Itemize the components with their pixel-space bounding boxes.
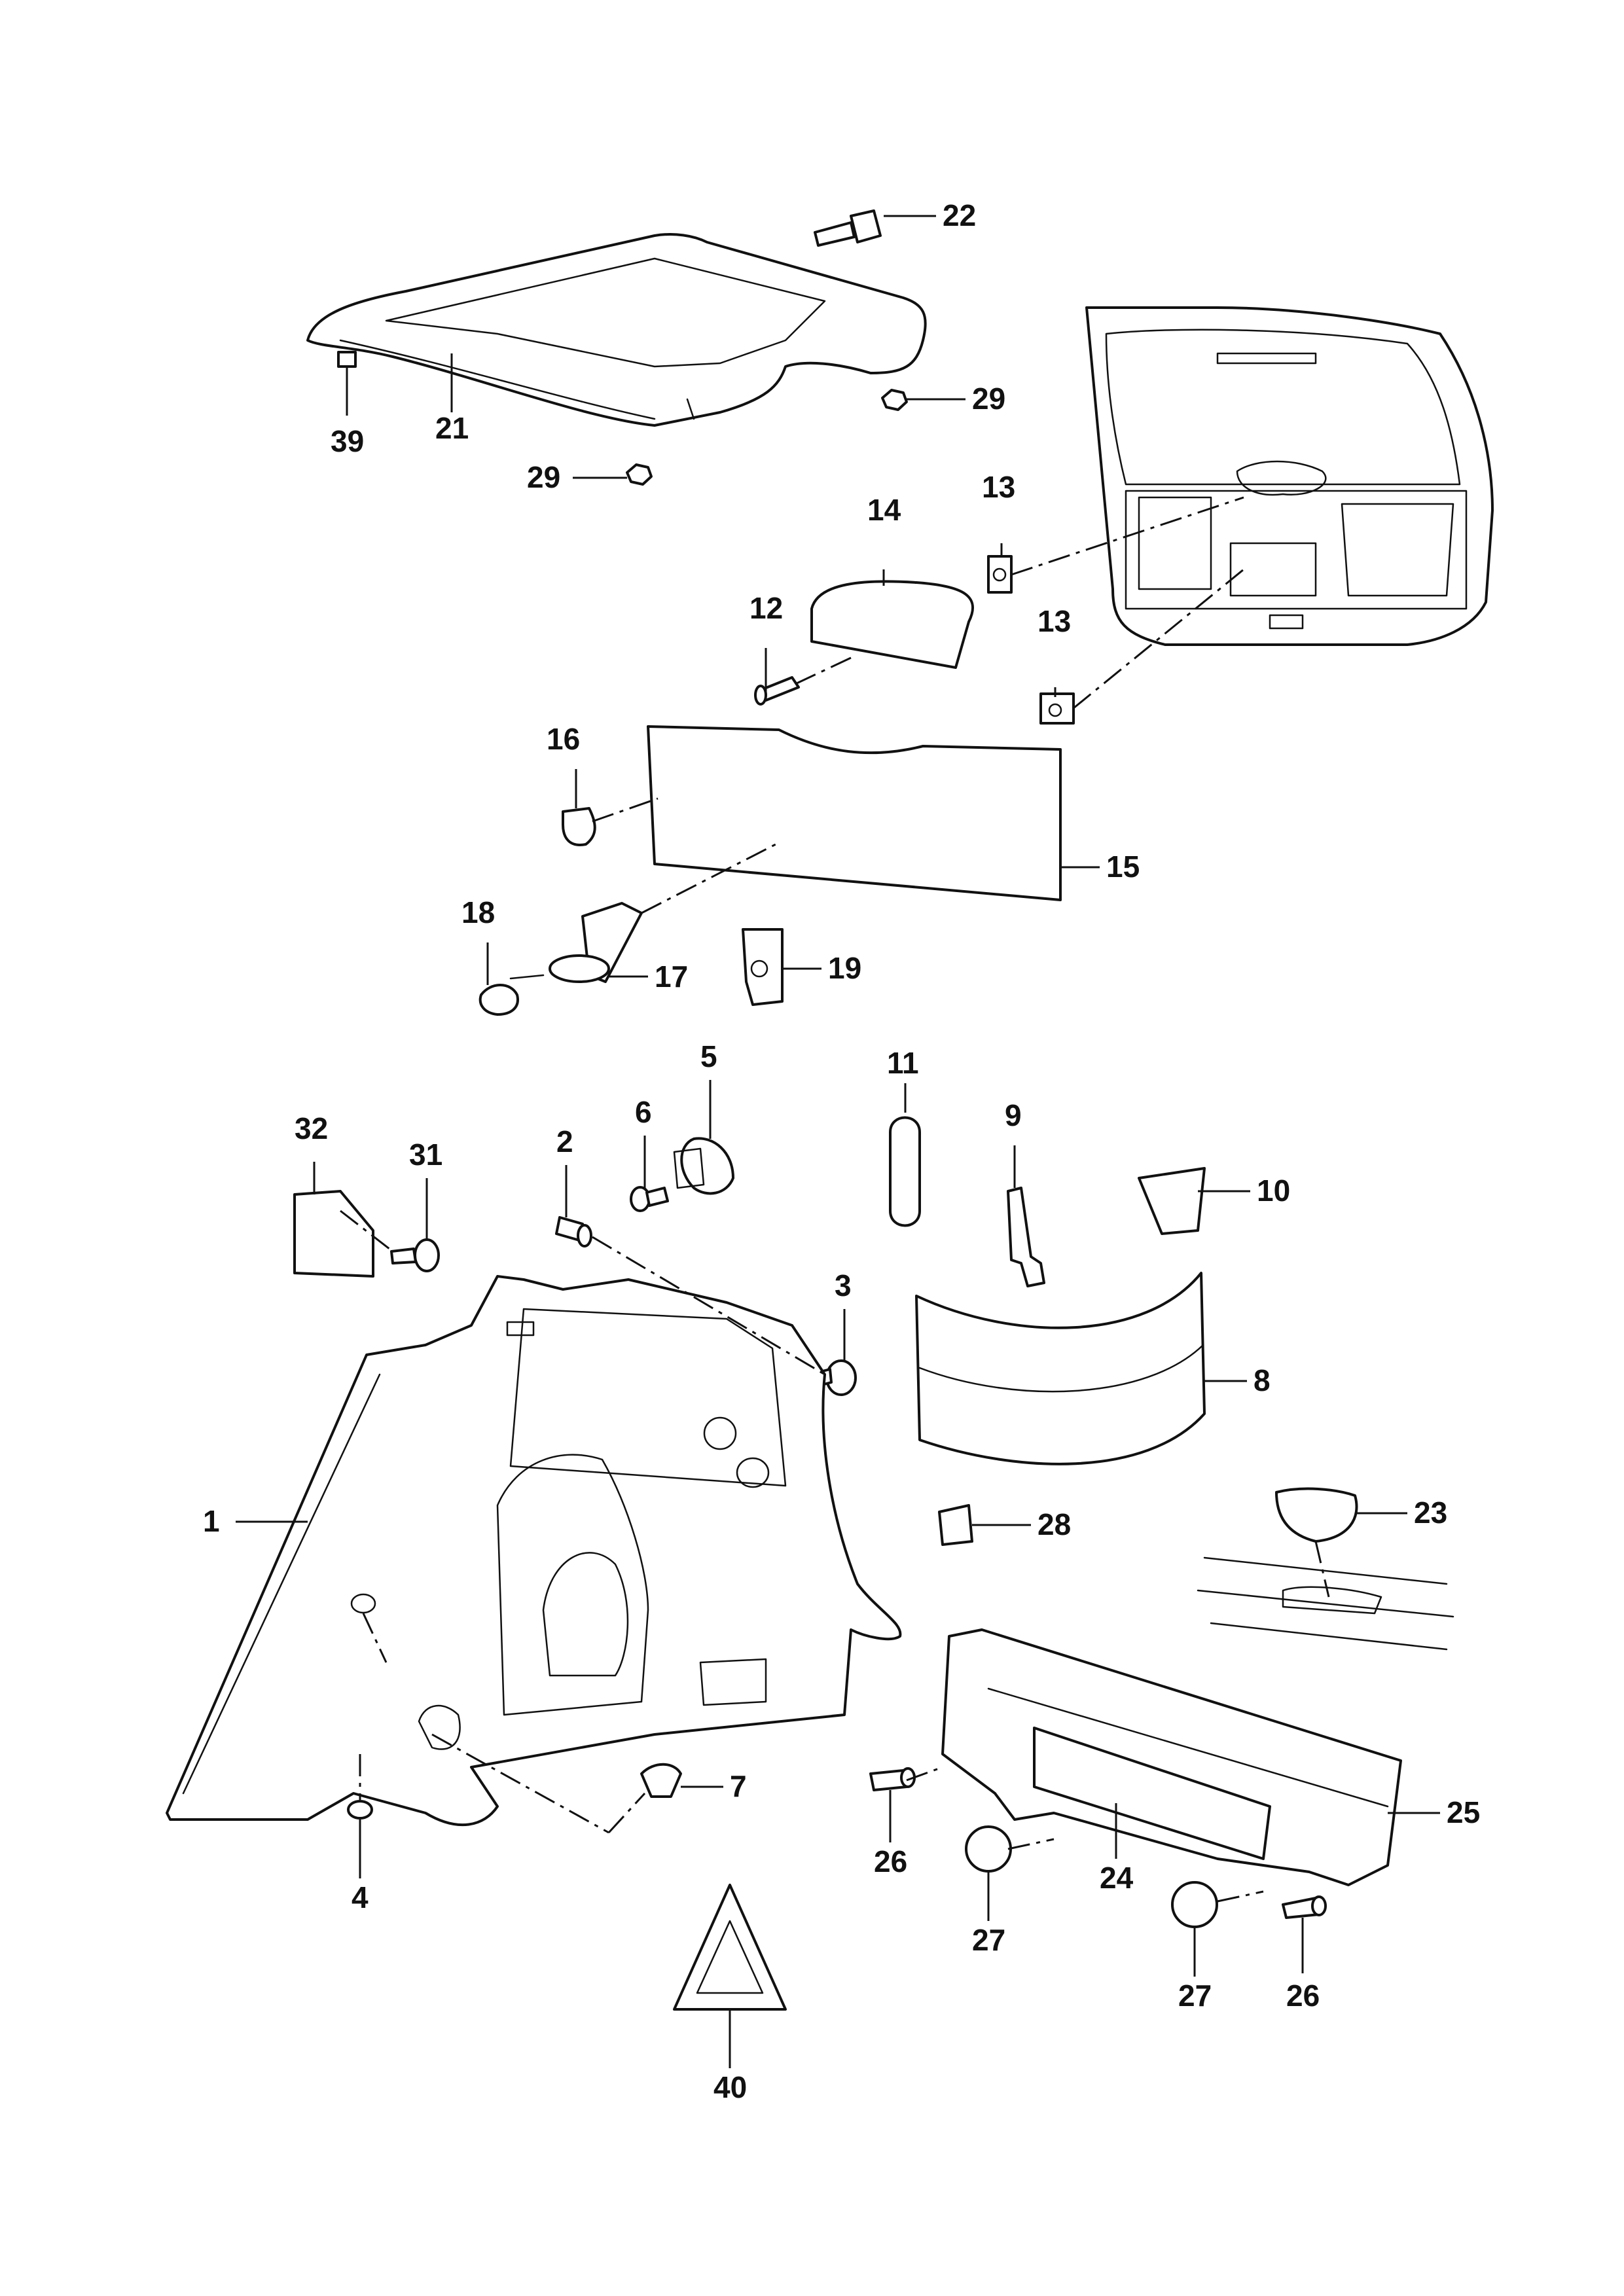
callout-31: 31: [409, 1138, 442, 1172]
callout-23: 23: [1414, 1496, 1447, 1530]
clip-part-16: [562, 807, 596, 846]
callout-27-left: 27: [972, 1923, 1005, 1957]
clip-part-3: [814, 1359, 857, 1396]
callout-28: 28: [1038, 1507, 1071, 1541]
trim-panel-part-15: [647, 725, 1062, 901]
lamp-part-5: [673, 1137, 734, 1195]
callout-4: 4: [352, 1880, 369, 1914]
callout-19: 19: [828, 951, 861, 985]
warning-triangle-part-40: [673, 1884, 787, 2011]
clip-part-31: [390, 1238, 440, 1272]
cap-part-23: [1275, 1487, 1358, 1543]
nut-part-29-lower: [626, 463, 653, 486]
fan-shroud-part-8: [915, 1272, 1206, 1465]
callout-32: 32: [295, 1111, 328, 1145]
callout-labels: 22 39 21 29 29 14 13 12 13 16 15 18 17 1…: [203, 198, 1480, 2104]
callout-17: 17: [655, 960, 688, 994]
callout-13-upper: 13: [982, 470, 1015, 504]
callout-13-lower: 13: [1038, 604, 1071, 638]
clip-part-26-right: [1282, 1895, 1327, 1919]
callout-8: 8: [1254, 1363, 1271, 1397]
callout-25: 25: [1447, 1795, 1480, 1829]
cover-part-11: [889, 1116, 921, 1227]
callout-27-right: 27: [1178, 1979, 1212, 2013]
tailgate-frame: [1085, 306, 1494, 646]
clip-part-28: [938, 1504, 973, 1546]
callout-21: 21: [435, 411, 469, 445]
cover-part-32: [293, 1190, 374, 1278]
callout-3: 3: [835, 1268, 852, 1302]
strap-part-9: [1007, 1187, 1045, 1287]
clip-part-18: [478, 974, 545, 1016]
leader-lines: [236, 215, 1440, 2068]
sill-trim-part-25: [941, 1628, 1402, 1886]
luggage-cover-part-21: [306, 233, 927, 427]
cover-part-14: [810, 580, 974, 669]
cap-part-4: [347, 1800, 373, 1820]
callout-7: 7: [730, 1769, 747, 1803]
callout-11: 11: [887, 1046, 919, 1080]
plug-part-27-left: [965, 1825, 1012, 1873]
callout-26-left: 26: [874, 1844, 907, 1878]
screw-part-6: [630, 1186, 669, 1212]
assembly-lines: [340, 496, 1330, 1903]
side-trim-part-1: [166, 1275, 902, 1827]
callout-1: 1: [203, 1504, 220, 1538]
callout-24: 24: [1100, 1861, 1134, 1895]
bracket-part-19: [742, 928, 784, 1006]
callout-6: 6: [635, 1095, 652, 1129]
clip-part-26-left: [869, 1767, 916, 1791]
callout-14: 14: [867, 493, 901, 527]
bolt-part-22: [814, 209, 882, 247]
callout-2: 2: [556, 1124, 573, 1158]
plug-part-27-right: [1171, 1881, 1218, 1928]
clip-part-13-lower: [1039, 692, 1075, 725]
callout-29-upper: 29: [972, 382, 1005, 416]
clip-part-39: [337, 351, 357, 368]
callout-16: 16: [547, 722, 580, 756]
callout-22: 22: [943, 198, 976, 232]
callout-18: 18: [461, 895, 495, 929]
screw-part-2: [555, 1216, 592, 1247]
clip-part-7: [640, 1763, 682, 1798]
callout-15: 15: [1106, 850, 1140, 884]
callout-29-lower: 29: [527, 460, 560, 494]
callout-40: 40: [713, 2070, 747, 2104]
nut-part-29-upper: [881, 389, 908, 411]
cover-part-10: [1138, 1167, 1206, 1235]
cover-part-24: [1033, 1727, 1271, 1860]
callout-12: 12: [749, 591, 783, 625]
callout-5: 5: [700, 1039, 717, 1073]
callout-10: 10: [1257, 1174, 1290, 1208]
callout-39: 39: [331, 424, 364, 458]
clip-part-13-upper: [987, 555, 1013, 594]
callout-26-right: 26: [1286, 1979, 1320, 2013]
handle-part-17: [549, 902, 643, 983]
screw-part-12: [754, 676, 800, 706]
callout-9: 9: [1005, 1098, 1022, 1132]
rear-panel-section: [1197, 1556, 1454, 1651]
